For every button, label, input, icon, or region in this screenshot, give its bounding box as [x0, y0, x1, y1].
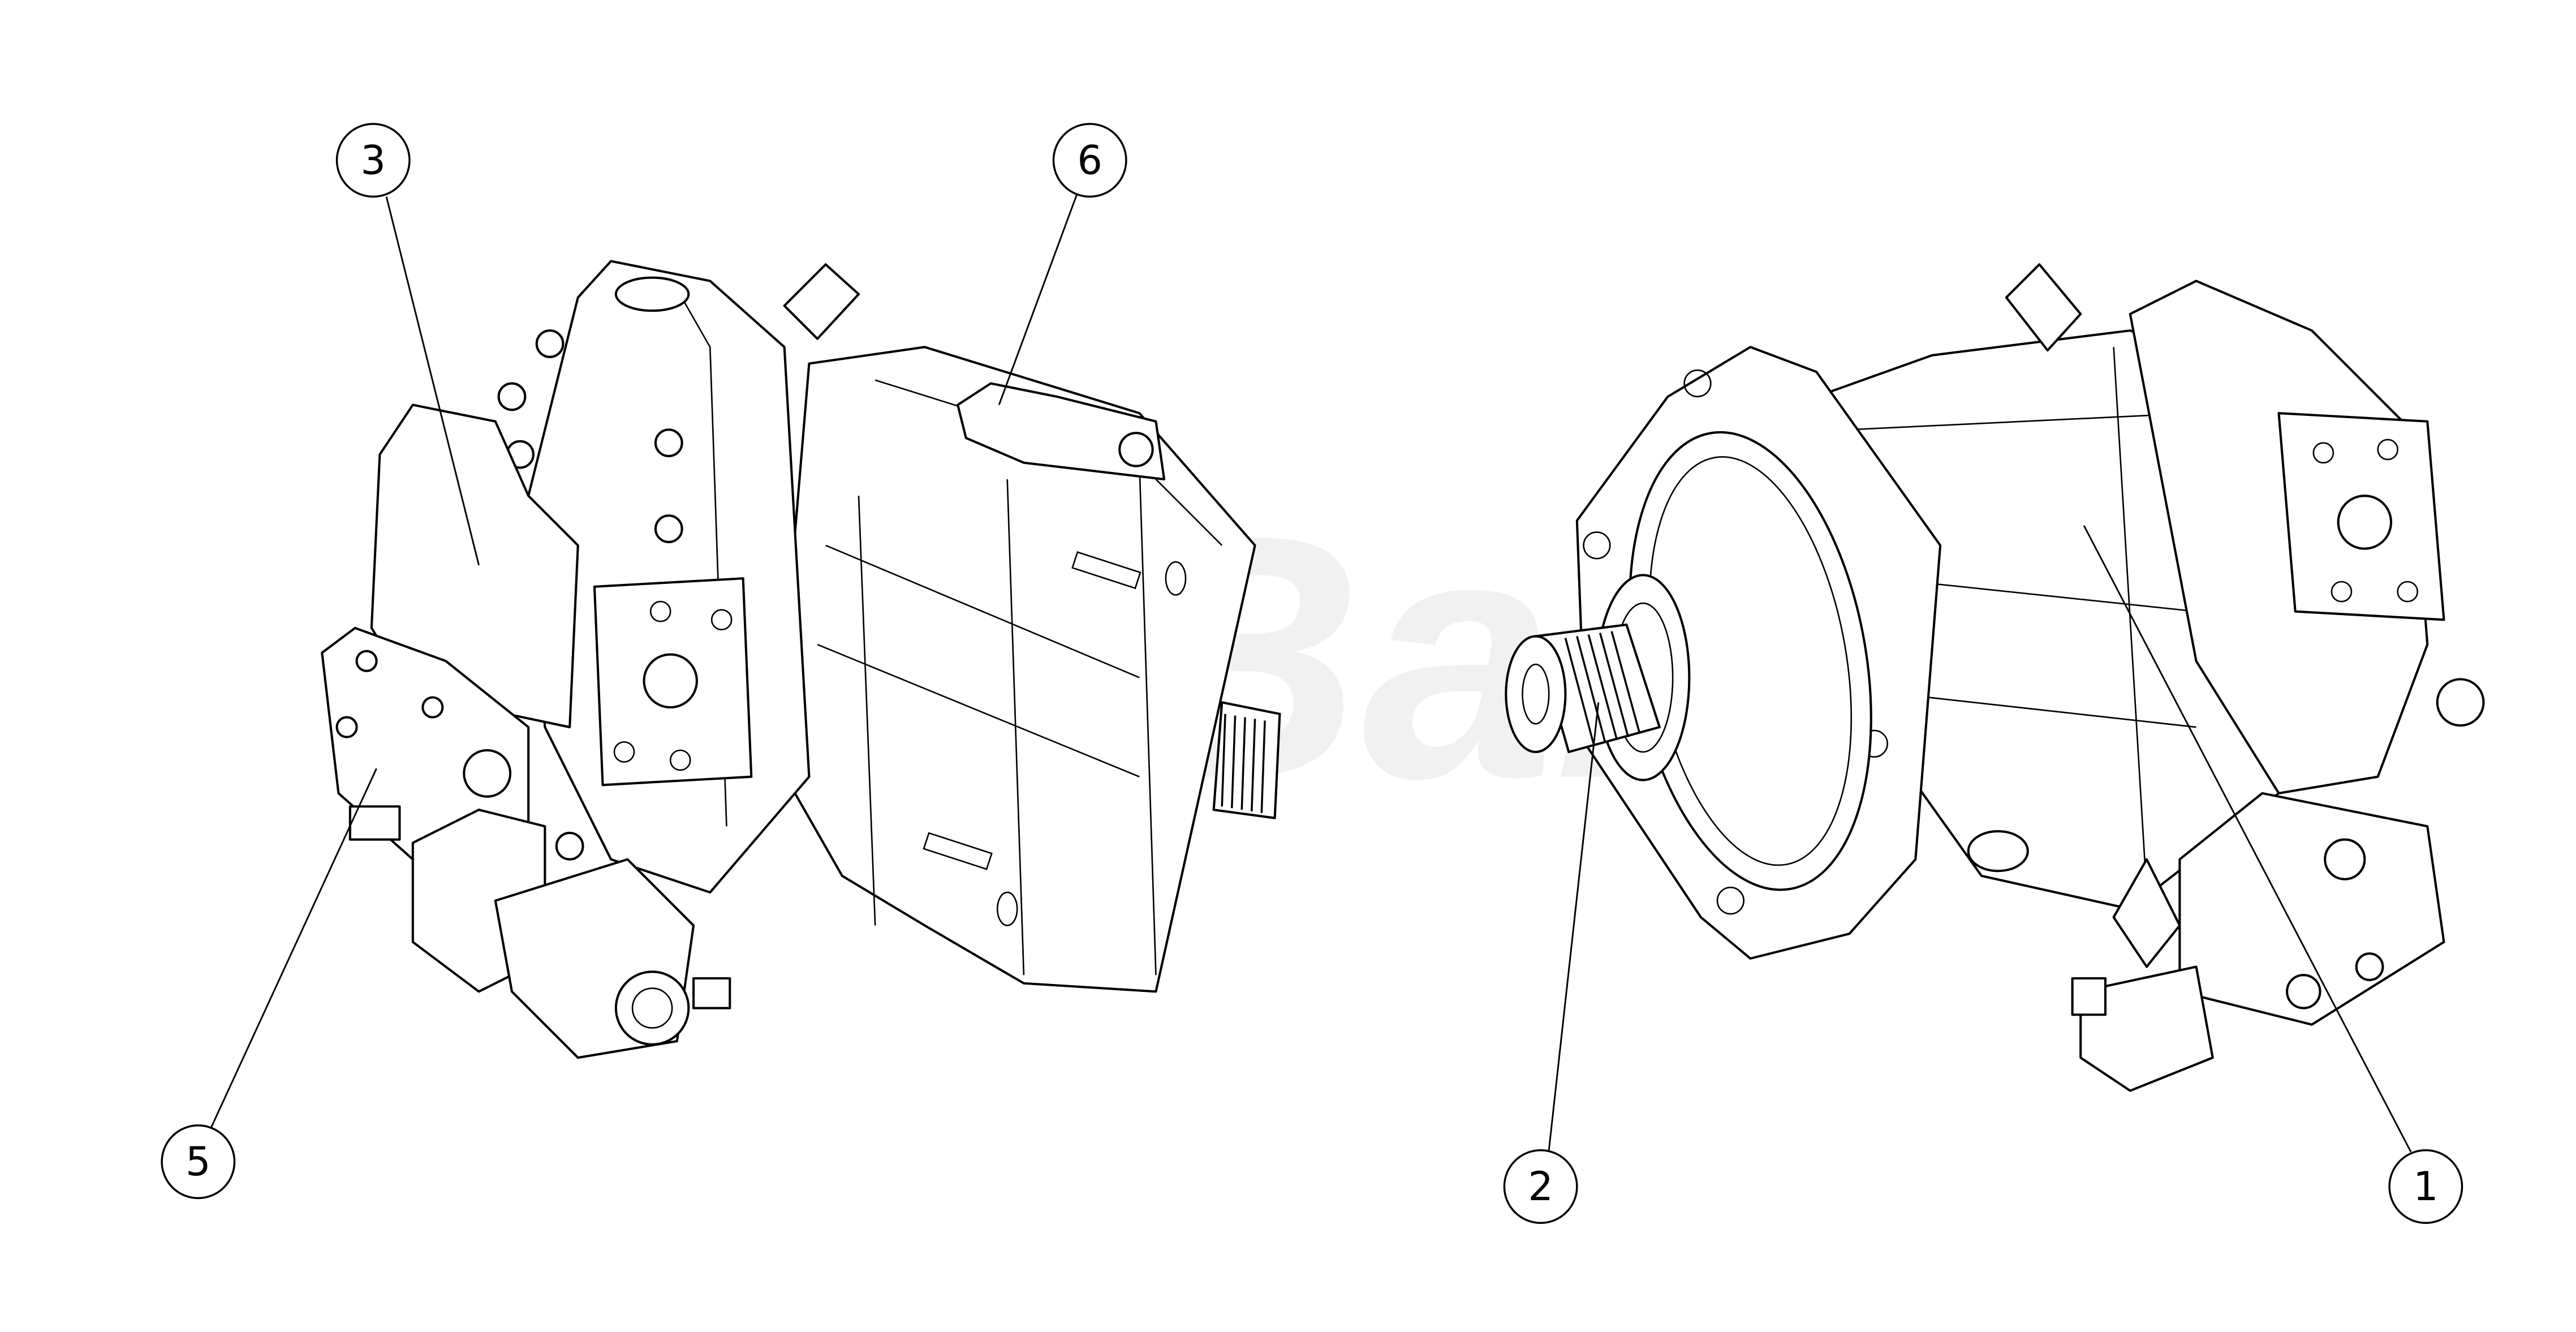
- leader-line: [210, 768, 377, 1128]
- right-motor-drawing: [1505, 263, 2485, 1092]
- callout-number: 5: [186, 1138, 211, 1185]
- left-bolts: [497, 329, 683, 861]
- leader-line: [2083, 525, 2412, 1153]
- left-motor-drawing: [321, 260, 1281, 1059]
- callout-number: 3: [360, 137, 386, 183]
- leader-line: [385, 196, 480, 566]
- left-top-fitting: [783, 263, 860, 340]
- callout-2: 2: [1503, 702, 1600, 1224]
- callout-1: 1: [2083, 525, 2463, 1224]
- callout-6: 6: [998, 123, 1127, 406]
- leader-line: [998, 195, 1078, 406]
- callout-number: 6: [1077, 137, 1102, 183]
- right-rear-cover: [2129, 280, 2429, 794]
- callout-number: 2: [1528, 1163, 1553, 1210]
- callout-number: 1: [2413, 1163, 2439, 1210]
- callout-5: 5: [161, 768, 377, 1200]
- callout-3: 3: [335, 123, 480, 566]
- left-motor-housing: [774, 346, 1256, 993]
- valve-block: [321, 626, 530, 861]
- leader-line: [1548, 702, 1600, 1150]
